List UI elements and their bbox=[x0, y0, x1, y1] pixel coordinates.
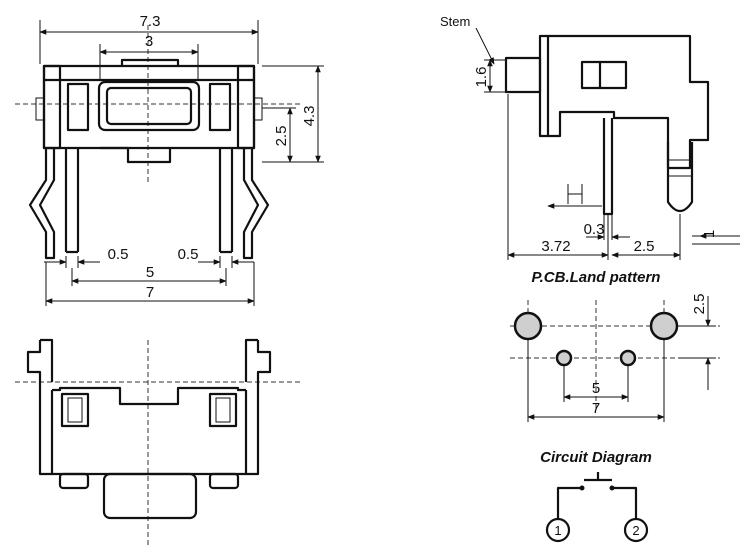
bottom-right-slot bbox=[208, 392, 238, 428]
pcb-pad-small-right bbox=[619, 349, 637, 367]
bottom-actuator bbox=[102, 472, 198, 520]
pcb-pad-large-right bbox=[649, 311, 679, 341]
pin-1-circle bbox=[545, 517, 571, 543]
bottom-left-slot bbox=[60, 392, 90, 428]
pcb-dim-inner bbox=[563, 366, 629, 402]
side-stem bbox=[504, 56, 542, 94]
dim-body bbox=[262, 107, 296, 163]
dim-pin-left bbox=[44, 256, 100, 268]
bottom-left-foot bbox=[58, 472, 90, 490]
front-body-outline bbox=[35, 64, 263, 150]
dim-depth-label: 3.72 bbox=[541, 238, 570, 255]
dim-offset-label: 2.5 bbox=[634, 238, 655, 255]
side-bent-leg bbox=[666, 142, 694, 213]
bottom-body-outline bbox=[50, 390, 248, 476]
pcb-pad-large-left bbox=[513, 311, 543, 341]
switch-symbol bbox=[556, 472, 638, 520]
side-body-outline bbox=[538, 34, 710, 170]
bottom-right-bracket bbox=[244, 338, 272, 476]
side-terminal-pin bbox=[602, 118, 614, 216]
pin-2-label: 2 bbox=[632, 523, 639, 538]
front-pins bbox=[28, 148, 270, 260]
dim-height-label: 4.3 bbox=[301, 106, 318, 127]
dim-total-width bbox=[39, 20, 259, 64]
dim-depth bbox=[507, 94, 609, 260]
dim-pin-spacing-label: 5 bbox=[146, 264, 154, 281]
dim-offset bbox=[611, 214, 681, 260]
side-h-marker bbox=[547, 184, 602, 209]
dim-body-label: 2.5 bbox=[273, 126, 290, 147]
dim-pin bbox=[586, 214, 630, 240]
front-bottom-notch bbox=[100, 146, 172, 164]
stem-leader bbox=[475, 27, 495, 65]
pcb-dim-vertical-label: 2.5 bbox=[691, 294, 708, 315]
bottom-view bbox=[15, 338, 300, 547]
front-right-window bbox=[208, 82, 232, 132]
pcb-pad-small-left bbox=[555, 349, 573, 367]
pcb-dim-inner-label: 5 bbox=[592, 380, 600, 397]
pcb-title: P.CB.Land pattern bbox=[532, 269, 661, 286]
bottom-left-bracket bbox=[26, 338, 54, 476]
pcb-dim-vertical bbox=[678, 296, 716, 390]
side-view: Stem 1.6 bbox=[440, 14, 740, 260]
pcb-dim-outer-label: 7 bbox=[592, 400, 600, 417]
bottom-right-foot bbox=[208, 472, 240, 490]
dim-pin-left-label: 0.5 bbox=[108, 246, 129, 263]
front-actuator-outer bbox=[97, 80, 201, 132]
pcb-dim-outer bbox=[527, 340, 665, 422]
dim-pin-right-label: 0.5 bbox=[178, 246, 199, 263]
stem-label: Stem bbox=[440, 14, 470, 29]
circuit-diagram: Circuit Diagram 1 2 bbox=[540, 449, 652, 543]
dim-pin-spacing bbox=[71, 268, 227, 286]
bottom-body-top-edge bbox=[52, 386, 246, 406]
front-actuator-inner bbox=[105, 86, 193, 126]
pin-1-label: 1 bbox=[554, 523, 561, 538]
pin-2-circle bbox=[623, 517, 649, 543]
dim-stem-label: 1.6 bbox=[473, 67, 490, 88]
front-top-bumps bbox=[120, 58, 180, 66]
front-left-window bbox=[66, 82, 90, 132]
circuit-title: Circuit Diagram bbox=[540, 449, 652, 466]
side-window bbox=[580, 60, 628, 90]
pcb-land-pattern: P.CB.Land pattern 2.5 5 bbox=[510, 269, 720, 422]
dim-small bbox=[692, 233, 740, 245]
dim-stem bbox=[484, 59, 506, 93]
dim-top-width-label: 3 bbox=[145, 33, 153, 50]
front-view: 7.3 3 4.3 2.5 0.5 bbox=[15, 13, 324, 306]
dim-pin-right bbox=[198, 256, 254, 268]
dim-small-label: 1 bbox=[701, 230, 718, 238]
dim-outer bbox=[45, 262, 255, 306]
dim-pin-label: 0.3 bbox=[584, 221, 605, 238]
dim-total-width-label: 7.3 bbox=[140, 13, 161, 30]
dim-top-width bbox=[99, 44, 199, 80]
dim-outer-label: 7 bbox=[146, 284, 154, 301]
